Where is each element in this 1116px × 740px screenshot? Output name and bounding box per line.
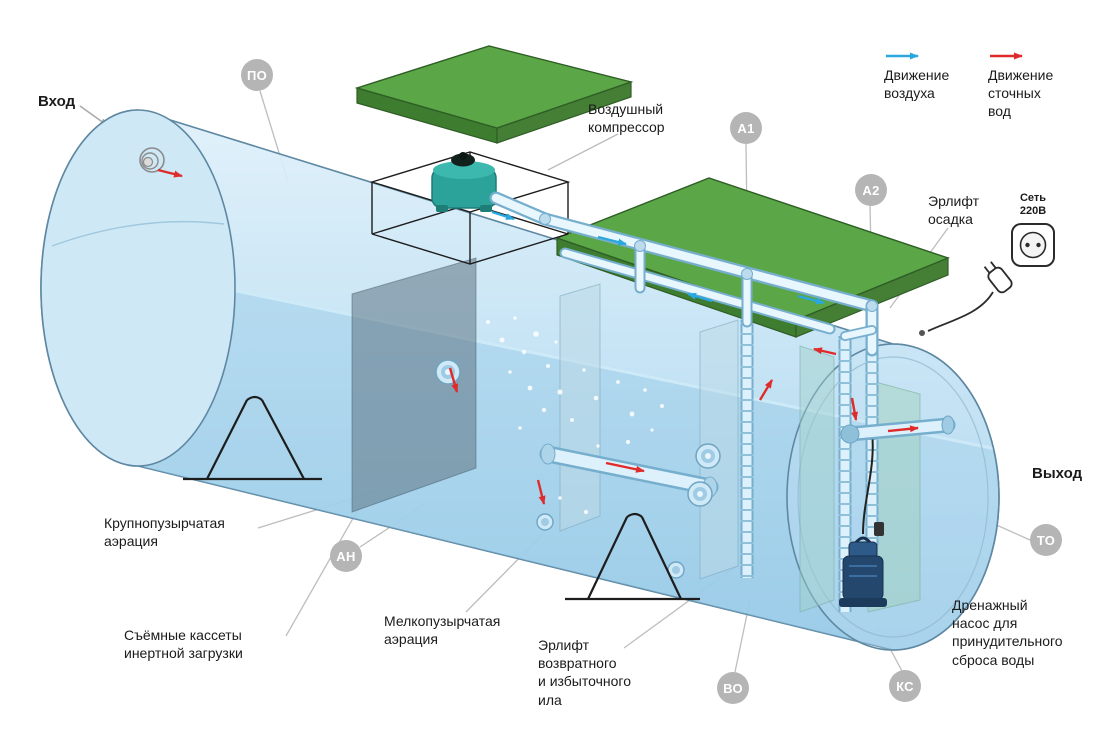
legend-wastewater-label: Движение сточных вод: [988, 67, 1054, 120]
inert-cassette-block: [351, 257, 477, 513]
partition-wall-1: [559, 283, 601, 532]
wastewater-arrows: [157, 168, 919, 505]
air-manifold: [489, 191, 879, 357]
power-label: Сеть 220В: [1019, 192, 1047, 217]
drainage-pump: [839, 431, 887, 607]
air-arrows: [491, 210, 825, 305]
inert-cassettes-label: Съёмные кассеты инертной загрузки: [124, 627, 243, 662]
badge-a2: А2: [855, 174, 887, 206]
coarse-aeration-label: Крупнопузырчатая аэрация: [104, 515, 225, 550]
support-stands: [183, 395, 700, 601]
legend-air-label: Движение воздуха: [884, 67, 950, 102]
air-bubbles: [486, 316, 664, 515]
outlet-label: Выход: [1032, 465, 1083, 482]
power-cable: [927, 291, 994, 332]
badge-vo: ВО: [717, 672, 749, 704]
badge-an: АН: [330, 540, 362, 572]
power-plug: [919, 261, 1013, 336]
partition-wall-3: [799, 345, 835, 613]
tank-interior: [351, 257, 921, 613]
badge-a1: А1: [730, 112, 762, 144]
badge-po: ПО: [241, 59, 273, 91]
tank-left-cap: [40, 109, 236, 467]
sludge-airlift-label: Эрлифт возвратного и избыточного ила: [538, 637, 632, 708]
power-socket: [1011, 223, 1055, 267]
drain-pump-label: Дренажный насос для принудительного сбро…: [952, 597, 1063, 668]
air-compressor: [431, 152, 497, 212]
inlet-pipe-rings: [139, 147, 165, 173]
badge-to: ТО: [1030, 524, 1062, 556]
inlet-label: Вход: [38, 93, 76, 110]
sediment-airlift-label: Эрлифт осадка: [928, 193, 979, 228]
compressor-label: Воздушный компрессор: [588, 101, 665, 136]
fine-aeration-label: Мелкопузырчатая аэрация: [384, 613, 501, 648]
badge-ks: КС: [889, 670, 921, 702]
tank-lid-small: [354, 45, 634, 144]
